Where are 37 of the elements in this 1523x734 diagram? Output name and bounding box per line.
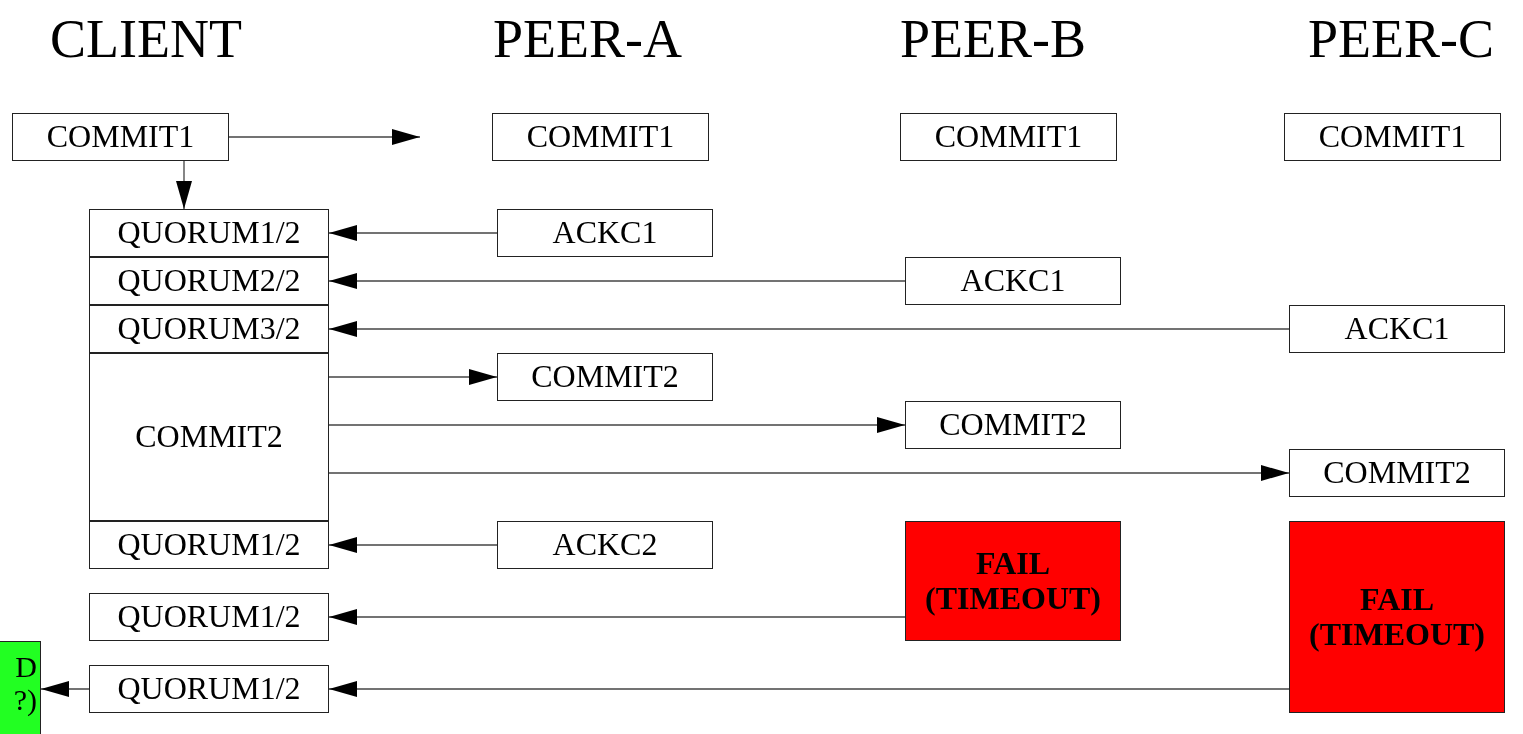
arrow (228, 129, 421, 145)
arrow (328, 321, 1290, 337)
arrow (328, 273, 906, 289)
message-box: COMMIT1 (900, 113, 1117, 161)
column-heading: CLIENT (50, 8, 242, 70)
message-box: ACKC1 (1289, 305, 1505, 353)
arrow (328, 681, 1290, 697)
message-box: COMMIT2 (905, 401, 1121, 449)
message-box: QUORUM1/2 (89, 521, 329, 569)
message-box: QUORUM1/2 (89, 665, 329, 713)
message-box: COMMIT1 (492, 113, 709, 161)
arrow (328, 609, 906, 625)
message-box: COMMIT2 (497, 353, 713, 401)
column-heading: PEER-B (900, 8, 1087, 70)
arrow (328, 465, 1290, 481)
message-box: ACKC1 (905, 257, 1121, 305)
arrow (328, 417, 906, 433)
message-box: COMMIT2 (89, 353, 329, 521)
message-box: QUORUM2/2 (89, 257, 329, 305)
arrow (176, 160, 192, 210)
failure-box: FAIL (TIMEOUT) (905, 521, 1121, 641)
message-box: ACKC1 (497, 209, 713, 257)
message-box: COMMIT1 (12, 113, 229, 161)
message-box: QUORUM1/2 (89, 593, 329, 641)
message-box: QUORUM1/2 (89, 209, 329, 257)
message-box: ACKC2 (497, 521, 713, 569)
message-box: QUORUM3/2 (89, 305, 329, 353)
arrow (328, 369, 498, 385)
column-heading: PEER-A (493, 8, 682, 70)
column-heading: PEER-C (1308, 8, 1495, 70)
status-box: D ?) (0, 641, 41, 734)
arrow (328, 225, 498, 241)
arrow (328, 537, 498, 553)
message-box: COMMIT2 (1289, 449, 1505, 497)
arrow (40, 681, 90, 697)
failure-box: FAIL (TIMEOUT) (1289, 521, 1505, 713)
message-box: COMMIT1 (1284, 113, 1501, 161)
